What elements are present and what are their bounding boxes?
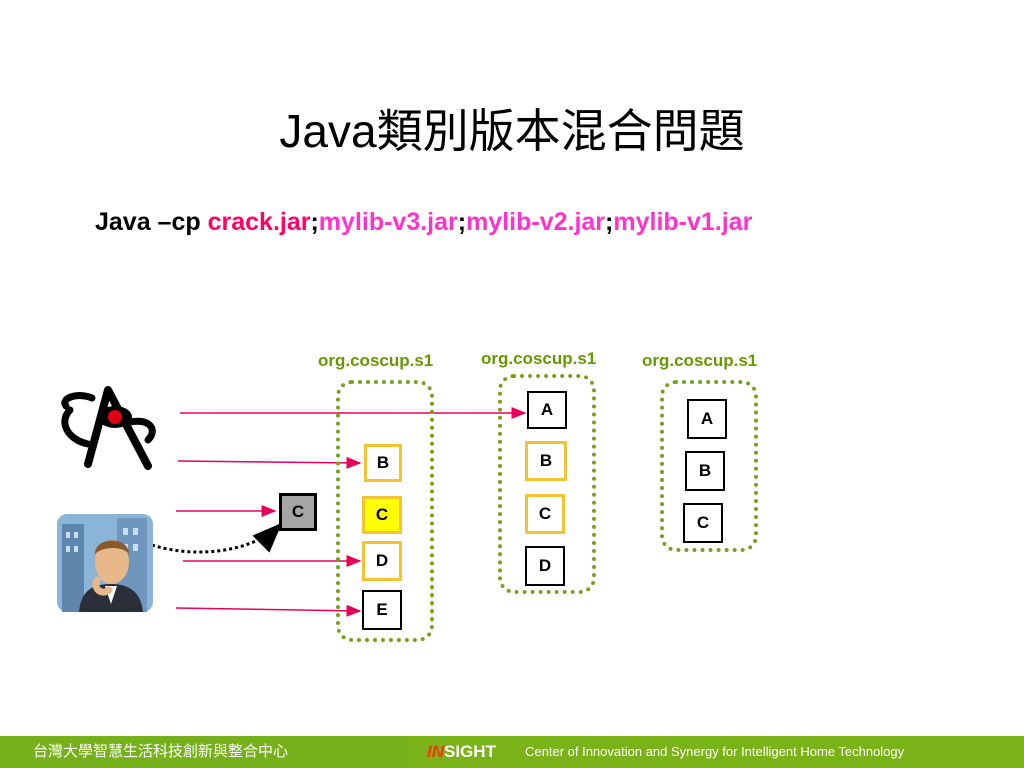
v2-class-d: D <box>525 546 565 586</box>
package-label-v2: org.coscup.s1 <box>481 349 597 368</box>
v3-class-c: C <box>362 496 402 534</box>
insight-logo: INSIGHT <box>427 736 496 768</box>
dotted-arrow-to-crack <box>151 522 283 554</box>
businessman-icon <box>57 514 153 612</box>
mylib-v1-jar: mylib-v1.jar <box>613 208 753 236</box>
arrow-to-v3-e <box>175 604 362 617</box>
separator: ; <box>310 208 319 236</box>
v2-class-a: A <box>527 391 567 429</box>
separator: ; <box>605 208 614 236</box>
crack-jar: crack.jar <box>207 208 311 236</box>
java-duke-icon <box>61 386 156 470</box>
v1-class-c: C <box>683 503 723 543</box>
footer-organization: 台灣大學智慧生活科技創新與整合中心 <box>0 736 408 768</box>
v2-class-c: C <box>525 494 565 534</box>
slide-title: Java類別版本混合問題 <box>279 105 745 157</box>
package-v1 <box>660 380 758 552</box>
mylib-v2-jar: mylib-v2.jar <box>466 208 606 236</box>
v3-class-e: E <box>362 590 402 630</box>
v3-class-d: D <box>362 541 402 581</box>
command-prefix: Java –cp <box>95 208 208 236</box>
footer-bar: 台灣大學智慧生活科技創新與整合中心 INSIGHT Center of Inno… <box>0 736 1024 768</box>
package-v2 <box>498 374 596 594</box>
crack-class-c: C <box>279 493 317 531</box>
mylib-v3-jar: mylib-v3.jar <box>318 208 458 236</box>
v3-class-b: B <box>364 444 402 482</box>
arrow-to-v3-b <box>177 456 362 469</box>
v1-class-a: A <box>687 399 727 439</box>
package-v3 <box>336 380 434 642</box>
footer-tagline: Center of Innovation and Synergy for Int… <box>525 744 905 759</box>
logo-sight: SIGHT <box>444 742 496 761</box>
v2-class-b: B <box>525 441 567 481</box>
logo-in: IN <box>427 742 444 761</box>
package-label-v1: org.coscup.s1 <box>642 351 758 370</box>
v1-class-b: B <box>685 451 725 491</box>
separator: ; <box>457 208 467 236</box>
package-label-v3: org.coscup.s1 <box>318 351 434 370</box>
classpath-command: Java –cp crack.jar;mylib-v3.jar;mylib-v2… <box>95 208 752 237</box>
